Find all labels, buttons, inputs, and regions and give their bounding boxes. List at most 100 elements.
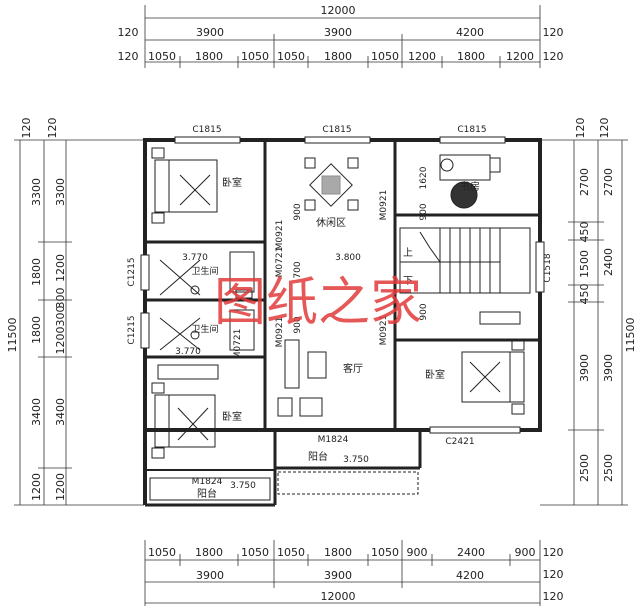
total-width-top: 12000 [321, 4, 356, 17]
window-label-bottom: C2421 [445, 437, 474, 447]
bottom-detail-1: 1050 [148, 546, 176, 559]
top-corner-left-1: 120 [118, 26, 139, 39]
top-axis-1: 3900 [196, 26, 224, 39]
top-detail-5: 1800 [324, 50, 352, 63]
top-detail-7: 1200 [408, 50, 436, 63]
staircase [399, 227, 531, 294]
top-detail-2: 1800 [195, 50, 223, 63]
elev-leisure: 3.800 [335, 253, 361, 263]
left-axis-1: 3300 [30, 178, 43, 206]
bathroom-fixtures [159, 251, 255, 351]
door-label-6: M0721 [233, 329, 243, 360]
small-dim-900-c: 900 [293, 316, 303, 333]
right-axis-1: 2700 [602, 168, 615, 196]
elev-balcony-2: 3.750 [230, 481, 256, 491]
top-detail-6: 1050 [371, 50, 399, 63]
bottom-detail-dims: 1050 1800 1050 1050 1800 1050 900 2400 9… [148, 546, 536, 559]
bottom-detail-7: 900 [407, 546, 428, 559]
balcony-railing-1 [277, 471, 419, 495]
bottom-corner-right-3: 120 [543, 590, 564, 603]
bottom-detail-9: 900 [515, 546, 536, 559]
left-detail-2: 1200 [54, 254, 67, 282]
door-label-2: M0921 [379, 315, 389, 346]
right-corner-2: 120 [598, 118, 611, 139]
right-axis-4: 2500 [602, 454, 615, 482]
left-axis-2: 1800 [30, 258, 43, 286]
right-detail-5: 3900 [578, 354, 591, 382]
total-depth-right: 11500 [624, 318, 637, 353]
door-label-4: M0921 [275, 317, 285, 348]
stair-down: 下 [403, 276, 413, 287]
top-detail-8: 1800 [457, 50, 485, 63]
small-dim-1620: 1620 [419, 166, 429, 189]
bed-se [461, 311, 525, 415]
right-detail-6: 2500 [578, 454, 591, 482]
right-corner-1: 120 [574, 118, 587, 139]
left-detail-1: 3300 [54, 178, 67, 206]
stair-up: 上 [403, 247, 413, 259]
bottom-corner-right-2: 120 [543, 568, 564, 581]
window-label-top-3: C1815 [457, 125, 486, 135]
room-study: 书房 [460, 180, 480, 193]
top-dimensions [144, 5, 541, 68]
top-detail-1: 1050 [148, 50, 176, 63]
left-dimensions [14, 139, 144, 506]
top-axis-3: 4200 [456, 26, 484, 39]
room-balcony-2: 阳台 [197, 487, 217, 500]
window-label-left-2: C1215 [127, 315, 137, 344]
top-corner-right-2: 120 [543, 50, 564, 63]
bottom-corner-right-1: 120 [543, 546, 564, 559]
dining-table [304, 157, 359, 211]
room-bedroom-se: 卧室 [425, 368, 445, 381]
door-label-m1824-a: M1824 [318, 435, 349, 445]
door-label-3: M0921 [275, 220, 285, 251]
window-label-top-1: C1815 [192, 125, 221, 135]
right-axis-2: 2400 [602, 248, 615, 276]
top-windows [140, 136, 545, 434]
top-corner-left-2: 120 [118, 50, 139, 63]
right-detail-3: 1500 [578, 250, 591, 278]
left-corner-1: 120 [20, 118, 33, 139]
top-detail-3: 1050 [241, 50, 269, 63]
right-dimensions [540, 139, 628, 506]
bottom-detail-8: 2400 [457, 546, 485, 559]
small-dim-900-a: 900 [419, 203, 429, 220]
top-detail-4: 1050 [277, 50, 305, 63]
right-axis-3: 3900 [602, 354, 615, 382]
small-dim-900-d: 900 [419, 303, 429, 320]
door-label-m1824-b: M1824 [192, 477, 223, 487]
watermark: 图纸之家 [214, 273, 422, 333]
balcony-railing-2 [149, 477, 271, 501]
bottom-detail-5: 1800 [324, 546, 352, 559]
bottom-dimensions [144, 540, 541, 606]
window-label-right: C1518 [543, 253, 553, 282]
bed-nw [151, 147, 218, 224]
small-dim-900-b: 900 [293, 203, 303, 220]
bottom-detail-4: 1050 [277, 546, 305, 559]
bottom-axis-3: 4200 [456, 569, 484, 582]
room-bedroom-sw: 卧室 [222, 410, 242, 423]
window-label-top-2: C1815 [322, 125, 351, 135]
right-detail-4: 450 [578, 284, 591, 305]
window-label-left-1: C1215 [127, 257, 137, 286]
bottom-detail-2: 1800 [195, 546, 223, 559]
left-axis-5: 1200 [30, 473, 43, 501]
room-balcony-1: 阳台 [308, 450, 328, 463]
left-detail-3: 300 [54, 288, 67, 309]
bottom-detail-6: 1050 [371, 546, 399, 559]
top-detail-dims: 1050 1800 1050 1050 1800 1050 1200 1800 … [148, 50, 534, 63]
left-axis-4: 3400 [30, 398, 43, 426]
left-detail-6: 3400 [54, 398, 67, 426]
total-depth-left: 11500 [6, 318, 19, 353]
elev-bath-1: 3.770 [182, 253, 208, 263]
top-corner-right-1: 120 [543, 26, 564, 39]
study-furniture [439, 154, 501, 209]
left-axis-3: 1800 [30, 316, 43, 344]
living-furniture [277, 339, 327, 417]
right-detail-1: 2700 [578, 168, 591, 196]
bed-sw [151, 364, 219, 459]
bottom-detail-3: 1050 [241, 546, 269, 559]
top-detail-9: 1200 [506, 50, 534, 63]
top-axis-2: 3900 [324, 26, 352, 39]
